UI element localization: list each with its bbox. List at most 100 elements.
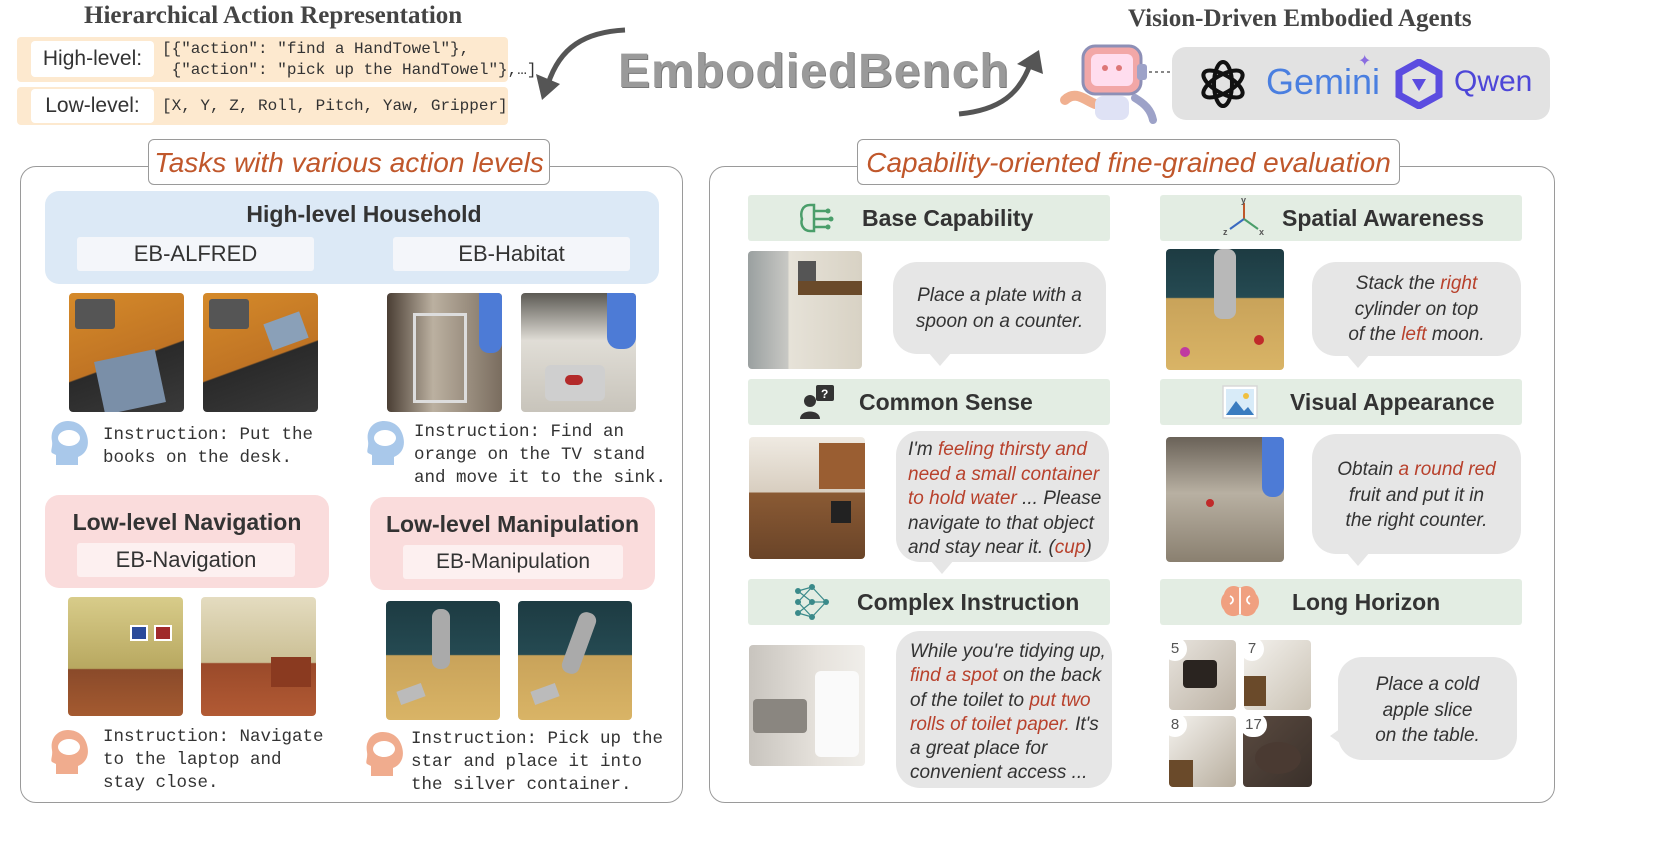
navigation-image-1 bbox=[68, 597, 183, 716]
spatial-highlight-left: left bbox=[1401, 324, 1427, 345]
env-alfred: EB-ALFRED bbox=[77, 237, 314, 271]
alfred-image-2 bbox=[203, 293, 318, 412]
long-horizon-text-line1: Place a cold bbox=[1375, 674, 1480, 695]
bubble-tail bbox=[1346, 354, 1370, 368]
right-panel-title: Capability-oriented fine-grained evaluat… bbox=[857, 139, 1400, 185]
navigation-title: Low-level Navigation bbox=[72, 509, 302, 535]
common-text-3: navigate to that object bbox=[908, 512, 1094, 534]
neural-network-icon bbox=[795, 584, 829, 620]
spatial-awareness-title: Spatial Awareness bbox=[1282, 205, 1484, 231]
step-number-8: 8 bbox=[1163, 713, 1187, 737]
common-highlight-3: to hold water bbox=[908, 488, 1017, 509]
robot-icon bbox=[1060, 44, 1173, 124]
curved-arrow-left-icon bbox=[536, 27, 626, 100]
gemini-logo: Gemini bbox=[1266, 61, 1381, 102]
base-capability-header: Base Capability bbox=[748, 195, 1110, 241]
visual-text-2: fruit and put it in bbox=[1348, 484, 1485, 506]
right-header-title: Vision-Driven Embodied Agents bbox=[1128, 5, 1472, 32]
common-text-2: ... Please bbox=[1016, 488, 1102, 509]
complex-instruction-title: Complex Instruction bbox=[857, 589, 1080, 615]
complex-text-5: a great place for bbox=[910, 738, 1048, 760]
complex-text-2: on the back bbox=[997, 665, 1102, 687]
step-number-7: 7 bbox=[1240, 637, 1264, 661]
long-horizon-text-line3: on the table. bbox=[1375, 725, 1480, 746]
axis-label-z: z bbox=[1223, 227, 1228, 237]
complex-instruction-image bbox=[749, 645, 865, 766]
qwen-logo: Qwen bbox=[1454, 65, 1533, 98]
brain-icon bbox=[1221, 586, 1259, 617]
common-text-1: I'm bbox=[908, 439, 939, 460]
complex-instruction-bubble: While you're tidying up, find a spot on … bbox=[896, 631, 1112, 788]
common-highlight-2: need a small container bbox=[908, 463, 1100, 485]
spatial-highlight-right: right bbox=[1440, 273, 1478, 294]
navigation-box: Low-level Navigation EB-Navigation bbox=[45, 495, 329, 588]
manipulation-title: Low-level Manipulation bbox=[385, 511, 639, 537]
person-question-icon: ? bbox=[800, 385, 834, 419]
visual-appearance-header: Visual Appearance bbox=[1160, 379, 1522, 425]
navigation-image-2 bbox=[201, 597, 316, 716]
complex-highlight-1: find a spot bbox=[910, 665, 998, 687]
common-text-4: and stay near it. ( bbox=[908, 537, 1055, 558]
long-horizon-header: Long Horizon bbox=[1160, 579, 1522, 625]
low-level-label: Low-level: bbox=[31, 89, 154, 123]
xyz-axes-icon: y z x bbox=[1223, 197, 1264, 237]
common-sense-image bbox=[749, 437, 865, 559]
common-text-5: ) bbox=[1085, 537, 1092, 558]
high-level-code-line2: {"action": "pick up the HandTowel"},…] bbox=[162, 61, 537, 79]
spatial-text-2: cylinder on top bbox=[1354, 298, 1479, 320]
qwen-logo-icon bbox=[1395, 59, 1443, 109]
curved-arrow-right-icon bbox=[958, 50, 1043, 117]
high-level-code-line1: [{"action": "find a HandTowel"}, bbox=[162, 40, 470, 58]
gemini-spark-icon: ✦ bbox=[1358, 53, 1372, 70]
low-level-code: [X, Y, Z, Roll, Pitch, Yaw, Gripper] bbox=[162, 97, 508, 115]
common-highlight-1: feeling thirsty and bbox=[938, 439, 1087, 460]
base-capability-text-line1: Place a plate with a bbox=[917, 285, 1082, 306]
low-level-row: Low-level: [X, Y, Z, Roll, Pitch, Yaw, G… bbox=[17, 87, 508, 125]
visual-highlight: a round red bbox=[1398, 459, 1496, 480]
complex-text-3: of the toilet to bbox=[910, 689, 1030, 711]
image-picture-icon bbox=[1222, 385, 1258, 419]
openai-logo-icon bbox=[1201, 60, 1245, 108]
habitat-image-1 bbox=[387, 293, 502, 412]
svg-text:?: ? bbox=[821, 387, 828, 401]
complex-highlight-2: put two bbox=[1029, 689, 1091, 711]
model-logos-box: Gemini ✦ Qwen bbox=[1172, 47, 1550, 120]
instruction-habitat: Instruction: Find an orange on the TV st… bbox=[414, 422, 667, 488]
axis-label-y: y bbox=[1241, 197, 1246, 205]
common-sense-header: ? Common Sense bbox=[748, 379, 1110, 425]
common-highlight-cup: cup bbox=[1054, 537, 1086, 558]
base-capability-image bbox=[748, 251, 862, 369]
bubble-tail bbox=[1330, 726, 1344, 746]
env-navigation: EB-Navigation bbox=[77, 543, 295, 577]
left-header-title: Hierarchical Action Representation bbox=[84, 2, 463, 29]
manipulation-image-2 bbox=[518, 601, 632, 720]
brain-head-icon-blue-1 bbox=[51, 421, 88, 465]
spatial-text-1: Stack the bbox=[1355, 273, 1441, 294]
habitat-image-2 bbox=[521, 293, 636, 412]
high-level-label: High-level: bbox=[31, 41, 154, 77]
env-manipulation: EB-Manipulation bbox=[403, 545, 623, 579]
long-horizon-bubble: Place a cold apple slice on the table. bbox=[1338, 657, 1517, 760]
brain-circuit-icon bbox=[800, 203, 834, 233]
instruction-alfred: Instruction: Put the books on the desk. bbox=[103, 425, 314, 468]
base-capability-title: Base Capability bbox=[862, 205, 1034, 231]
alfred-image-1 bbox=[69, 293, 184, 412]
brain-head-icon-pink-1 bbox=[51, 730, 88, 774]
env-habitat: EB-Habitat bbox=[393, 237, 630, 271]
spatial-text-3: of the bbox=[1348, 324, 1402, 345]
instruction-manipulation: Instruction: Pick up the star and place … bbox=[411, 729, 664, 795]
spatial-awareness-image bbox=[1166, 249, 1284, 370]
high-level-row: High-level: [{"action": "find a HandTowe… bbox=[17, 37, 536, 82]
bubble-tail bbox=[1346, 552, 1370, 566]
complex-text-4: It's bbox=[1069, 713, 1099, 735]
brain-head-icon-blue-2 bbox=[367, 421, 404, 465]
left-panel-title: Tasks with various action levels bbox=[148, 139, 550, 185]
spatial-awareness-header: y z x Spatial Awareness bbox=[1160, 195, 1522, 241]
instruction-navigation: Instruction: Navigate to the laptop and … bbox=[103, 727, 324, 793]
bubble-tail bbox=[928, 352, 952, 366]
spatial-awareness-bubble: Stack the right cylinder on top of the l… bbox=[1312, 262, 1521, 356]
brain-head-icon-pink-2 bbox=[366, 732, 403, 776]
manipulation-box: Low-level Manipulation EB-Manipulation bbox=[370, 497, 655, 590]
step-number-17: 17 bbox=[1240, 713, 1267, 737]
household-title: High-level Household bbox=[246, 201, 482, 227]
